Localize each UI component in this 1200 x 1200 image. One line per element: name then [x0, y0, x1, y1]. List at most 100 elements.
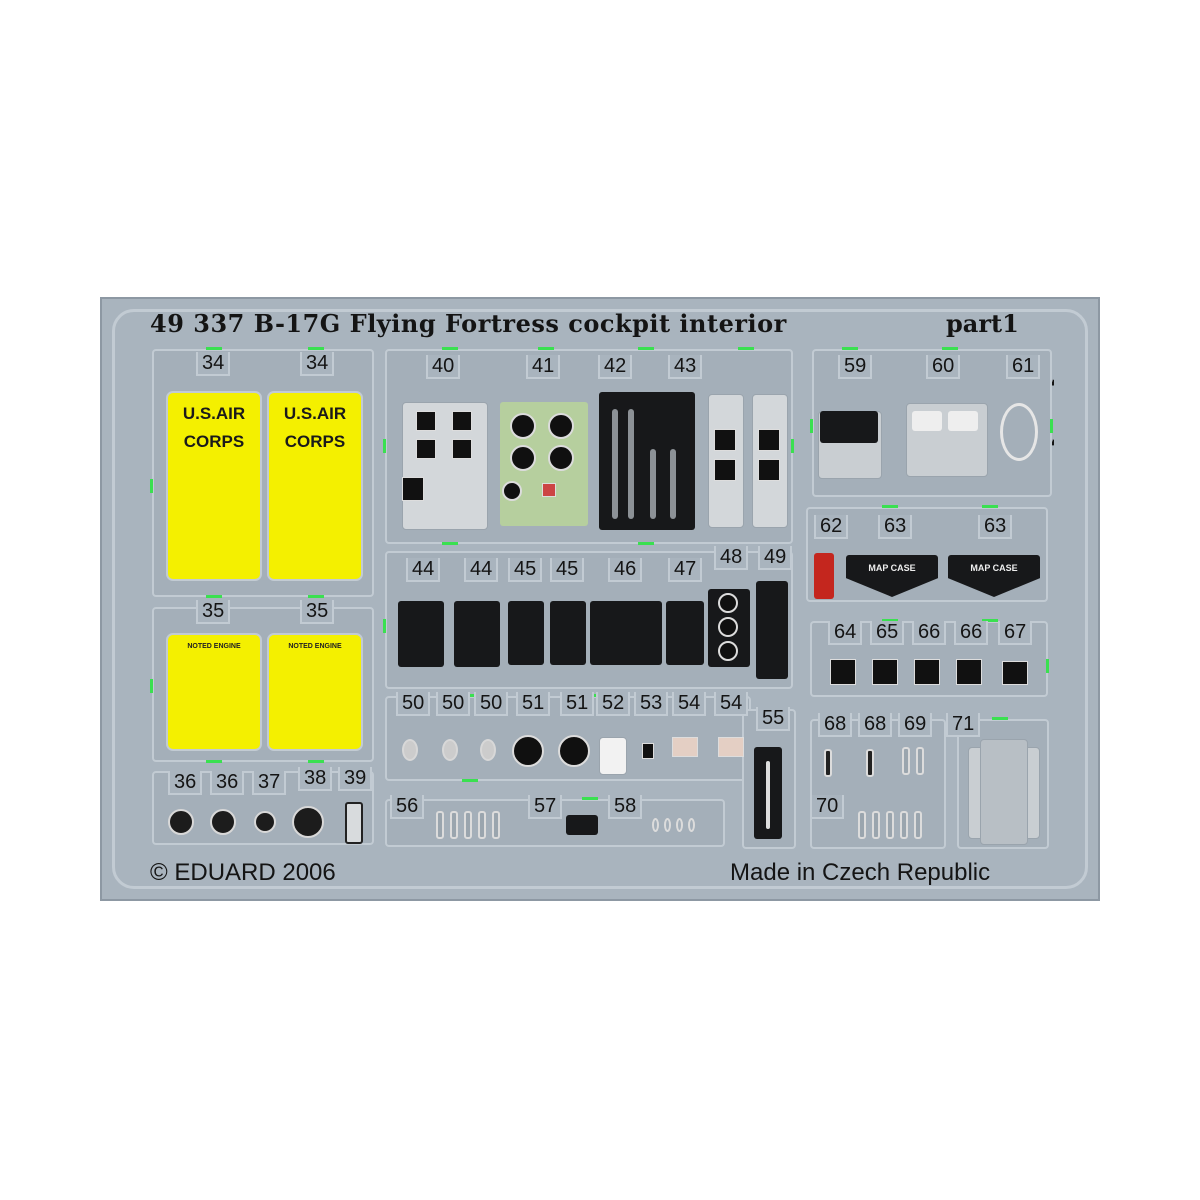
- part-54-b: [718, 737, 744, 757]
- part-number: 36: [210, 771, 245, 795]
- panel-45-a: [508, 601, 544, 665]
- placard-text: CORPS: [284, 432, 346, 451]
- attachment-tab: [638, 347, 654, 350]
- attachment-tab: [150, 679, 153, 693]
- part-56-slot: [450, 811, 458, 839]
- attachment-tab: [442, 347, 458, 350]
- attachment-tab: [842, 347, 858, 350]
- map-case-label-a: MAP CASE: [868, 563, 916, 573]
- copyright-text: © EDUARD 2006: [150, 859, 336, 886]
- attachment-tab: [538, 347, 554, 350]
- attachment-tab: [942, 347, 958, 350]
- gauge-38: [292, 806, 324, 838]
- part-number: 44: [464, 558, 499, 582]
- attachment-tab: [206, 760, 222, 763]
- part-52: [599, 737, 627, 775]
- part-number: 64: [828, 621, 863, 645]
- panel-42-strip-1: [612, 409, 618, 519]
- instrument-43-b2: [758, 459, 780, 481]
- part-number: 44: [406, 558, 441, 582]
- part-number: 34: [196, 352, 231, 376]
- part-64: [830, 659, 856, 685]
- part-number: 43: [668, 355, 703, 379]
- part-number: 35: [196, 600, 231, 624]
- part-number: 70: [810, 795, 845, 819]
- part-number: 40: [426, 355, 461, 379]
- dial-41-5: [502, 481, 522, 501]
- part-number: 68: [818, 713, 853, 737]
- part-51-a: [512, 735, 544, 767]
- attachment-tab: [1046, 659, 1049, 673]
- instrument-43-b1: [758, 429, 780, 451]
- part-number: 45: [550, 558, 585, 582]
- attachment-tab: [308, 347, 324, 350]
- part-60-face: [948, 411, 978, 431]
- part-number: 58: [608, 795, 643, 819]
- part-number: 65: [870, 621, 905, 645]
- attachment-tab: [442, 542, 458, 545]
- part-50-a: [402, 739, 418, 761]
- panel-49: [756, 581, 788, 679]
- attachment-tab: [882, 505, 898, 508]
- part-number: 51: [560, 692, 595, 716]
- part-54-a: [672, 737, 698, 757]
- part-68-a: [824, 749, 832, 777]
- placard-small-text: NOTED ENGINE: [288, 643, 342, 650]
- part-number: 69: [898, 713, 933, 737]
- dial-41-1: [510, 413, 536, 439]
- part-number: 34: [300, 352, 335, 376]
- part-number: 68: [858, 713, 893, 737]
- attachment-tab: [308, 760, 324, 763]
- gauge-36-b: [210, 809, 236, 835]
- part-number: 50: [396, 692, 431, 716]
- part-50-c: [480, 739, 496, 761]
- part-56-slot: [436, 811, 444, 839]
- part-number: 52: [596, 692, 631, 716]
- part-69-b: [916, 747, 924, 775]
- panel-46: [590, 601, 662, 665]
- attachment-tab: [1050, 419, 1053, 433]
- attachment-tab: [308, 595, 324, 598]
- instrument-40-1: [416, 411, 436, 431]
- dial-41-4: [548, 445, 574, 471]
- attachment-tab: [982, 505, 998, 508]
- part-51-b: [558, 735, 590, 767]
- panel-42-strip-2: [628, 409, 634, 519]
- dial-41-2: [548, 413, 574, 439]
- placard-34-left: U.S.AIR CORPS: [166, 391, 262, 581]
- part-71-inner: [980, 739, 1028, 845]
- panel-42-strip-3: [650, 449, 656, 519]
- part-number: 45: [508, 558, 543, 582]
- part-53: [642, 743, 654, 759]
- part-number: 51: [516, 692, 551, 716]
- part-56-slot: [478, 811, 486, 839]
- part-number: 54: [672, 692, 707, 716]
- part-60-face: [912, 411, 942, 431]
- placard-35-left: NOTED ENGINE: [166, 633, 262, 751]
- part-70-slot: [886, 811, 894, 839]
- part-58-oval: [688, 818, 695, 832]
- attachment-tab: [206, 595, 222, 598]
- part-number: 63: [878, 515, 913, 539]
- dial-48-1: [718, 593, 738, 613]
- placard-text: U.S.AIR: [283, 404, 347, 423]
- part-number: 56: [390, 795, 425, 819]
- part-number: 48: [714, 546, 749, 570]
- part-70-slot: [914, 811, 922, 839]
- part-56-slot: [464, 811, 472, 839]
- part-39-bracket: [345, 802, 363, 844]
- placard-small-text: NOTED ENGINE: [187, 643, 241, 650]
- attachment-tab: [882, 619, 898, 622]
- part-number: 42: [598, 355, 633, 379]
- part-number: 47: [668, 558, 703, 582]
- part-number: 37: [252, 771, 287, 795]
- part-62: [814, 553, 834, 599]
- placard-text: CORPS: [183, 432, 245, 451]
- part-number: 36: [168, 771, 203, 795]
- gauge-37: [254, 811, 276, 833]
- fret-frame: [112, 309, 1088, 889]
- part-number: 71: [946, 713, 981, 737]
- part-number: 61: [1006, 355, 1041, 379]
- map-case-label-b: MAP CASE: [970, 563, 1018, 573]
- placard-34-right: U.S.AIR CORPS: [267, 391, 363, 581]
